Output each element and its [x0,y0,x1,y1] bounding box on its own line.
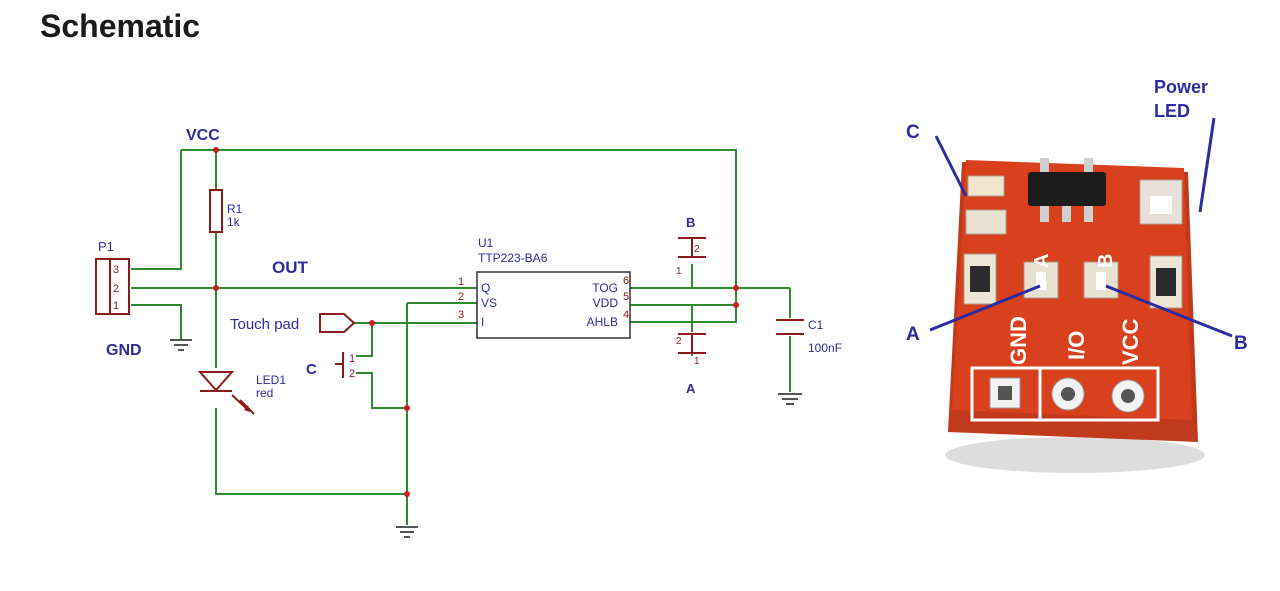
led-d1: LED1 red [197,371,286,415]
connector-name: P1 [98,239,114,254]
out-label: OUT [272,258,309,277]
pcb-board: A B GND I/O VCC [948,158,1198,442]
callout-label-c: C [906,122,920,143]
vcc-label: VCC [186,127,220,144]
callout-label-b: B [1234,333,1248,354]
jumper-a-name: A [686,381,696,396]
jumper-a-pin1: 1 [694,356,700,367]
silk-label-vcc: VCC [1118,318,1143,365]
touch-pad-label: Touch pad [230,316,299,333]
touch-pad-port [319,313,356,333]
connector-pin-1: 1 [113,300,119,312]
callout-label-power-led: Power [1154,77,1208,97]
wires [131,149,791,525]
ic-pin-name: I [481,315,484,329]
silk-label-io: I/O [1064,331,1089,360]
page-title: Schematic [40,8,201,44]
jumper-b-name: B [686,215,695,230]
junction-dot [733,285,739,291]
ic-pin-name: TOG [592,281,618,295]
connector-pin-3: 3 [113,264,119,276]
callout-lines [929,117,1233,338]
resistor-value: 1k [227,215,241,229]
ic-part: TTP223-BA6 [478,251,548,265]
jumper-a: 2 1 A [676,333,706,396]
jumper-c-pin2: 2 [349,368,355,380]
pcb-top [952,160,1192,420]
ic-u1: U1 TTP223-BA6 1 2 3 Q VS I 6 5 4 TOG VDD… [458,236,631,339]
ic-name: U1 [478,236,494,250]
junction-dot [404,405,410,411]
capacitor-name: C1 [808,318,824,332]
junction-dot [369,320,375,326]
capacitor-value: 100nF [808,341,842,355]
led-name: LED1 [256,373,286,387]
ground-symbol-cap [778,393,802,405]
ic-pin-num: 3 [458,309,464,321]
ic-pin-name: AHLB [587,315,618,329]
junctions [213,147,739,497]
led-value: red [256,386,273,400]
jumper-c-name: C [306,361,317,378]
jumper-b-pin1: 1 [676,266,682,277]
gnd-label: GND [106,342,142,359]
jumper-a-pin2: 2 [676,336,682,347]
jumper-c-pin1: 1 [349,353,355,365]
jumper-c: 1 2 C [306,352,355,380]
callout-label-a: A [906,324,920,345]
resistor-name: R1 [227,202,243,216]
junction-dot [213,285,219,291]
capacitor-c1: C1 100nF [776,318,842,355]
junction-dot [733,302,739,308]
jumper-b-pin2: 2 [694,244,700,255]
ic-pin-name: VDD [593,296,619,310]
ground-symbol [170,339,192,351]
ic-pin-num: 4 [623,309,629,321]
ic-pin-name: Q [481,281,490,295]
board-shadow [945,437,1205,473]
schematic-diagram: VCC P1 3 2 1 GND OUT R1 1k LED1 red Touc… [95,127,842,538]
connector-pin-2: 2 [113,283,119,295]
junction-dot [404,491,410,497]
ic-pin-num: 5 [623,291,629,303]
ic-chip [1028,172,1106,206]
junction-dot [213,147,219,153]
connector-p1: P1 3 2 1 [95,239,130,315]
jumper-b: B 1 2 [676,215,706,277]
silk-label-gnd: GND [1006,316,1031,365]
ic-pin-name: VS [481,296,497,310]
callout-label-power-led-2: LED [1154,101,1190,121]
silk-label-a: A [1031,254,1053,268]
resistor-r1: R1 1k [209,189,243,233]
ic-pin-num: 2 [458,291,464,303]
ic-pin-num: 6 [623,275,629,287]
ground-symbol-bottom [396,526,418,538]
ic-pin-num: 1 [458,276,464,288]
silk-label-b: B [1095,254,1117,268]
